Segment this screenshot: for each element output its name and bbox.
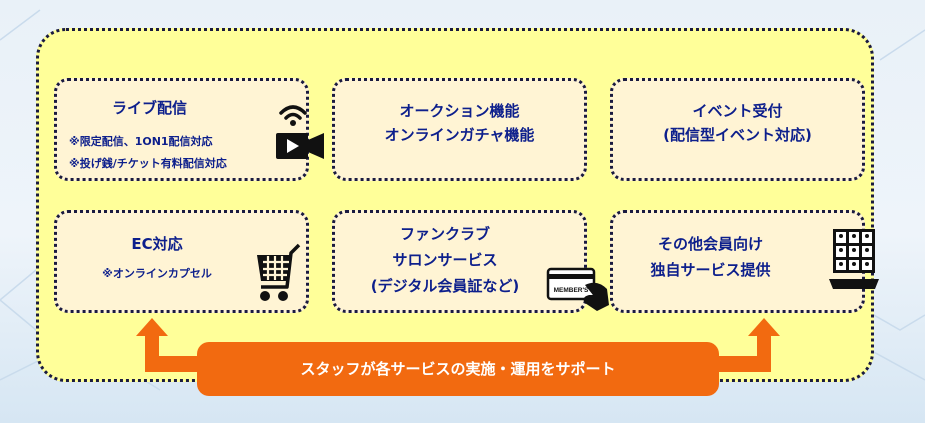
live-note-limited: ※限定配信、1ON1配信対応 [69, 135, 213, 148]
card-member-services: その他会員向け 独自サービス提供 [610, 210, 879, 313]
card-event-reception: イベント受付 (配信型イベント対応) [610, 78, 865, 181]
card-auction: オークション機能 オンラインガチャ機能 [332, 78, 587, 181]
live-title: ライブ配信 [111, 99, 187, 117]
card-fanclub: ファンクラブ サロンサービス (デジタル会員証など) MEMBER'S [332, 210, 609, 313]
member-line2: 独自サービス提供 [650, 261, 771, 279]
staff-support-bar: スタッフが各サービスの実施・運用をサポート [197, 342, 719, 396]
card-live-streaming: ライブ配信 ※限定配信、1ON1配信対応 ※投げ銭/チケット有料配信対応 [54, 78, 324, 181]
video-camera-wifi-icon [276, 105, 324, 159]
live-note-paid: ※投げ銭/チケット有料配信対応 [69, 157, 227, 170]
ec-note: ※オンラインカプセル [102, 267, 212, 280]
fanclub-line3: (デジタル会員証など) [370, 277, 520, 295]
member-line1: その他会員向け [657, 235, 763, 253]
fanclub-line2: サロンサービス [392, 251, 498, 269]
left-up-arrow [136, 318, 210, 372]
fanclub-line1: ファンクラブ [399, 225, 490, 243]
member-card-hand-icon: MEMBER'S [546, 267, 609, 311]
event-line2: (配信型イベント対応) [663, 126, 812, 144]
support-label: スタッフが各サービスの実施・運用をサポート [300, 360, 616, 378]
ec-title: EC対応 [131, 235, 183, 253]
right-up-arrow [705, 318, 780, 372]
card-ec: EC対応 ※オンラインカプセル [54, 210, 309, 313]
shopping-cart-icon [257, 243, 301, 301]
laptop-video-grid-icon [829, 229, 879, 289]
auction-line2: オンラインガチャ機能 [384, 126, 535, 144]
event-line1: イベント受付 [692, 102, 783, 120]
auction-line1: オークション機能 [399, 102, 520, 120]
member-card-label: MEMBER'S [554, 287, 589, 294]
